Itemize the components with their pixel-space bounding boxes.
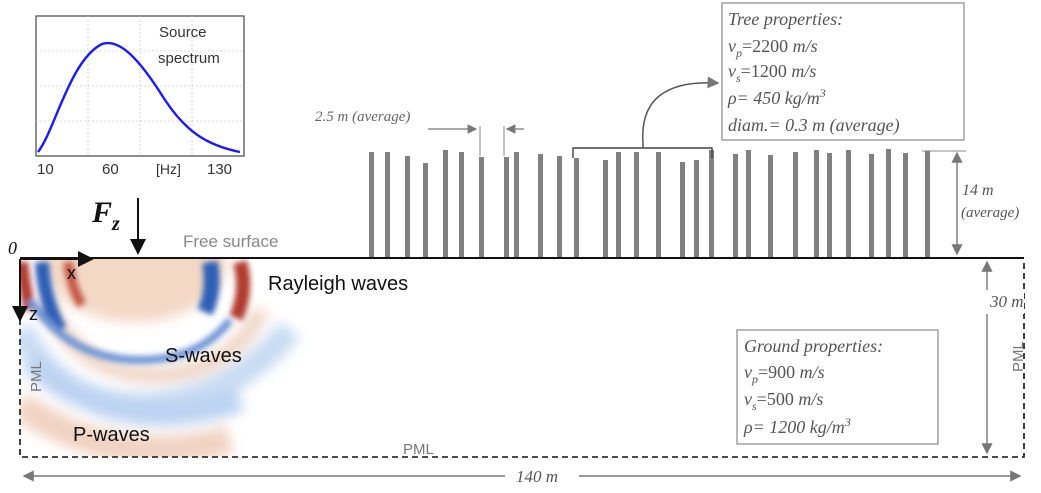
spectrum-title-2: spectrum [158, 50, 220, 67]
model-boundary [19, 259, 1025, 458]
tree-vp: vp=2200 m/s [728, 36, 818, 60]
tree-diam: diam.= 0.3 m (average) [728, 115, 900, 136]
pml-right-label: PML [1010, 341, 1027, 372]
tree-trunk [746, 150, 751, 257]
spectrum-tick-130: 130 [207, 161, 232, 178]
tree-properties-title: Tree properties: [728, 9, 843, 29]
tree-trunk [514, 152, 519, 257]
tree-trunk [886, 149, 891, 257]
pml-left-label: PML [28, 361, 45, 392]
s-waves-label: S-waves [165, 345, 242, 367]
x-axis-label: x [67, 263, 76, 283]
tree-properties-arrow [642, 76, 720, 144]
tree-trunk [385, 152, 390, 257]
tree-trunk [504, 157, 509, 257]
spectrum-title-1: Source [159, 24, 207, 41]
tree-trunk [557, 156, 562, 257]
tree-trunk [694, 160, 699, 257]
tree-trunk [369, 152, 374, 257]
tree-vs: vs=1200 m/s [728, 61, 816, 85]
tree-trunk [459, 152, 464, 257]
ground-rho: ρ= 1200 kg/m3 [743, 415, 851, 437]
tree-trunk [793, 152, 798, 257]
wave-field [20, 259, 300, 457]
tree-spacing-label: 2.5 m (average) [315, 109, 410, 125]
spectrum-tick-10: 10 [37, 161, 54, 178]
tree-trunk [925, 151, 930, 257]
tree-trunk [634, 152, 639, 257]
ground-vs: vs=500 m/s [744, 389, 823, 413]
source-spectrum-inset: Source spectrum 10 60 [Hz] 130 [35, 15, 245, 178]
tree-trunk [479, 157, 484, 257]
tree-trunk [603, 160, 608, 257]
origin-label: 0 [8, 238, 17, 258]
ground-vp: vp=900 m/s [744, 362, 825, 386]
ground-properties-title: Ground properties: [744, 336, 883, 356]
tree-trunk [869, 154, 874, 257]
tree-trunk [616, 152, 621, 257]
free-surface-label: Free surface [183, 232, 278, 251]
pml-bottom-label: PML [403, 441, 434, 458]
tree-trunk [443, 150, 448, 257]
tree-trunk [814, 150, 819, 257]
tree-trunk [405, 156, 410, 257]
tree-rho: ρ= 450 kg/m3 [727, 86, 826, 108]
p-waves-label: P-waves [73, 424, 150, 446]
force-symbol: Fz [91, 196, 120, 235]
spectrum-tick-60: 60 [102, 161, 119, 178]
rayleigh-waves-label: Rayleigh waves [268, 273, 408, 295]
tree-properties-box [721, 2, 965, 141]
tree-trunk [827, 153, 832, 257]
ground-properties-box [736, 329, 939, 445]
tree-trunk [709, 150, 714, 257]
tree-trunk [656, 152, 661, 257]
spectrum-curve [37, 41, 241, 154]
tree-height-value: 14 m [962, 182, 994, 199]
tree-trunk [538, 154, 543, 257]
tree-trunk [733, 154, 738, 257]
tree-trunk [768, 155, 773, 257]
tree-trunk [423, 163, 428, 257]
tree-trunk [574, 158, 579, 257]
depth-label: 30 m [989, 292, 1024, 311]
spectrum-grid [36, 16, 244, 156]
z-axis-label: z [29, 304, 38, 324]
tree-group-bracket [572, 147, 713, 158]
spectrum-unit: [Hz] [156, 161, 181, 177]
width-label: 140 m [516, 467, 558, 486]
tree-row [369, 149, 930, 257]
tree-trunk [846, 150, 851, 257]
tree-trunk [680, 162, 685, 257]
tree-height-note: (average) [961, 205, 1019, 221]
tree-trunk [903, 153, 908, 257]
